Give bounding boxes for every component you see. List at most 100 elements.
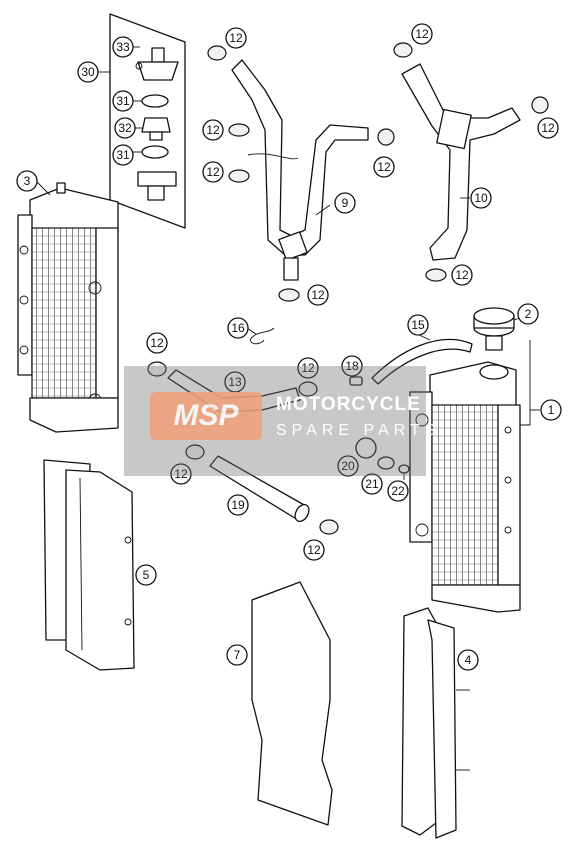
hose-clamp-10 [298, 381, 318, 397]
hose-clamp-12 [319, 519, 339, 535]
svg-text:5: 5 [143, 568, 150, 582]
svg-text:12: 12 [455, 268, 469, 282]
svg-text:33: 33 [116, 40, 130, 54]
hose-clamp-11 [185, 444, 205, 460]
callout-13: 13 [224, 371, 246, 393]
hose-clamp-3 [228, 169, 250, 183]
callout-22: 22 [387, 480, 409, 502]
callout-20: 20 [337, 455, 359, 477]
svg-text:21: 21 [365, 477, 379, 491]
callout-12-c: 12 [202, 161, 224, 183]
thermostat-cover [135, 47, 179, 81]
callout-12-l: 12 [170, 463, 192, 485]
svg-text:15: 15 [411, 318, 425, 332]
radiator-cap [473, 307, 515, 351]
hose-clamp-4 [377, 128, 395, 146]
svg-text:12: 12 [206, 165, 220, 179]
svg-text:10: 10 [474, 191, 488, 205]
t-fitting-left [278, 231, 308, 281]
watermark: MSP MOTORCYCLE SPARE PARTS [124, 366, 435, 476]
callout-9: 9 [334, 192, 356, 214]
callout-7: 7 [226, 644, 248, 666]
hose-clamp-5 [393, 42, 413, 58]
watermark-logo: MSP [150, 392, 262, 440]
overflow-hose-15 [371, 338, 473, 385]
callout-21: 21 [361, 473, 383, 495]
svg-text:19: 19 [231, 498, 245, 512]
svg-text:30: 30 [81, 65, 95, 79]
washer-21 [377, 456, 395, 470]
svg-text:9: 9 [342, 196, 349, 210]
svg-text:31: 31 [116, 94, 130, 108]
svg-text:22: 22 [391, 484, 405, 498]
radiator-shroud-5 [43, 459, 135, 671]
svg-text:2: 2 [525, 307, 532, 321]
svg-text:12: 12 [307, 543, 321, 557]
callout-12-m: 12 [303, 539, 325, 561]
bolt-22 [398, 464, 410, 480]
svg-text:4: 4 [465, 653, 472, 667]
svg-text:3: 3 [24, 174, 31, 188]
callout-16: 16 [227, 317, 249, 339]
svg-text:12: 12 [150, 336, 164, 350]
svg-text:12: 12 [174, 467, 188, 481]
callout-12-b: 12 [202, 119, 224, 141]
svg-text:20: 20 [341, 459, 355, 473]
hose-clip [249, 327, 275, 345]
svg-text:1: 1 [548, 403, 555, 417]
svg-text:12: 12 [311, 288, 325, 302]
hose-clamp-8 [278, 288, 300, 302]
grommet-20 [355, 437, 377, 459]
svg-text:16: 16 [231, 321, 245, 335]
callout-1: 1 [540, 399, 562, 421]
callout-4: 4 [457, 649, 479, 671]
svg-text:12: 12 [377, 160, 391, 174]
callout-12-e: 12 [307, 284, 329, 306]
svg-text:7: 7 [234, 648, 241, 662]
callout-12-g: 12 [537, 117, 559, 139]
hose-clamp-2 [228, 123, 250, 137]
svg-text:13: 13 [228, 375, 242, 389]
callout-33: 33 [112, 36, 134, 58]
callout-30: 30 [77, 61, 99, 83]
hose-clamp-6 [531, 96, 549, 114]
callout-12-j: 12 [146, 332, 168, 354]
svg-text:12: 12 [301, 361, 315, 375]
thermostat-housing [137, 171, 177, 201]
svg-text:12: 12 [206, 123, 220, 137]
radiator-left [17, 182, 119, 433]
o-ring-lower [141, 145, 169, 159]
watermark-brand: MOTORCYCLE [276, 394, 421, 415]
callout-2: 2 [517, 303, 539, 325]
svg-text:12: 12 [415, 27, 429, 41]
callout-12-a: 12 [225, 27, 247, 49]
svg-text:32: 32 [118, 121, 132, 135]
o-ring-upper [141, 94, 169, 108]
callout-15: 15 [407, 314, 429, 336]
callout-12-d: 12 [373, 156, 395, 178]
callout-32: 32 [114, 117, 136, 139]
callout-31: 31 [112, 90, 134, 112]
callout-10: 10 [470, 187, 492, 209]
radiator-right [409, 361, 521, 613]
radiator-hose-9 [231, 59, 369, 256]
svg-text:12: 12 [541, 121, 555, 135]
svg-text:12: 12 [229, 31, 243, 45]
callout-31-lower: 31 [112, 144, 134, 166]
callout-18: 18 [341, 355, 363, 377]
callout-19: 19 [227, 494, 249, 516]
radiator-hose-10 [401, 63, 521, 261]
hose-clamp-9 [147, 361, 167, 377]
callout-5: 5 [135, 564, 157, 586]
hose-clamp-7 [425, 268, 447, 282]
thermostat [141, 117, 171, 141]
watermark-subtitle: SPARE PARTS [276, 422, 441, 439]
radiator-shroud-7 [251, 581, 333, 826]
svg-text:18: 18 [345, 359, 359, 373]
callout-12-k: 12 [297, 357, 319, 379]
callout-12-f: 12 [411, 23, 433, 45]
t-fitting-right [436, 108, 472, 150]
callout-3: 3 [16, 170, 38, 192]
